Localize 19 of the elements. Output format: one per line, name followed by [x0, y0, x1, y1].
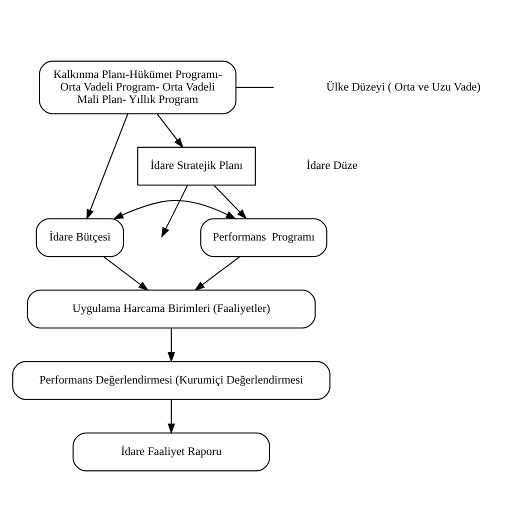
arrow — [156, 113, 184, 148]
arrow — [112, 200, 236, 219]
arrow — [168, 328, 175, 362]
connector — [236, 86, 274, 88]
arrow — [194, 256, 240, 290]
arrow — [104, 256, 149, 290]
node-box: İdare Stratejik Planı — [137, 146, 256, 186]
node-box: Uygulama Harcama Birimleri (Faaliyetler) — [26, 289, 316, 328]
node-box: Kalkınma Planı-Hükümet Programı- Orta Vadeli Program- Orta Vadeli Mali Plan- Yıllık Program — [38, 60, 236, 114]
label: Ülke Düzeyi ( Orta ve Uzu Vade) — [326, 80, 481, 93]
label: İdare Düze — [306, 160, 358, 172]
node-box: Performans Değerlendirmesi (Kurumiçi Değerlendirmesi — [12, 360, 330, 400]
node-box: Performans Programı — [200, 218, 328, 257]
arrow — [161, 184, 188, 238]
arrow — [86, 113, 128, 220]
node-box: İdare Faaliyet Raporu — [72, 432, 270, 471]
arrow — [214, 184, 248, 219]
arrow — [168, 399, 175, 434]
node-box: İdare Bütçesi — [36, 218, 124, 257]
